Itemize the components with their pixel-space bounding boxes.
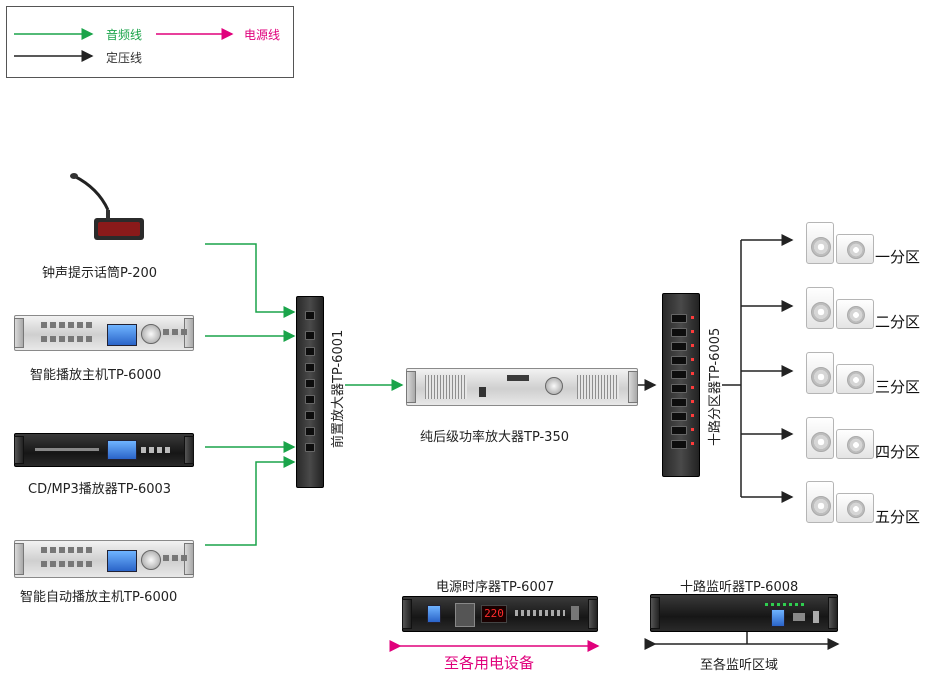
zone-1-label: 一分区 <box>875 248 921 266</box>
sequencer-display: 220 <box>481 605 507 623</box>
rack-player-icon <box>14 315 194 351</box>
legend-voltage-label: 定压线 <box>106 51 143 65</box>
preamp-label: 前置放大器TP-6001 <box>331 329 346 448</box>
auto-player-label: 智能自动播放主机TP-6000 <box>20 590 178 605</box>
legend-power-label: 电源线 <box>244 28 281 42</box>
wire-auto-player-to-preamp <box>205 456 296 546</box>
zone-5-label: 五分区 <box>875 508 921 526</box>
player-label: 智能播放主机TP-6000 <box>30 368 162 383</box>
sequencer-label: 电源时序器TP-6007 <box>436 580 555 595</box>
sequencer-device-icon: 220 <box>402 596 598 632</box>
zone-4-speakers <box>806 417 874 459</box>
wire-mic-to-preamp <box>205 243 296 318</box>
monitor-label: 十路监听器TP-6008 <box>680 580 799 595</box>
amplifier-label: 纯后级功率放大器TP-350 <box>420 430 569 445</box>
legend-audio-label: 音频线 <box>106 28 143 42</box>
splitter-device-icon <box>662 293 700 477</box>
zone-4-label: 四分区 <box>875 443 921 461</box>
zone-3-speakers <box>806 352 874 394</box>
sequencer-caption: 至各用电设备 <box>444 654 535 672</box>
zone-3-label: 三分区 <box>875 378 921 396</box>
mic-label: 钟声提示话筒P-200 <box>42 266 158 281</box>
monitor-device-icon <box>650 594 838 632</box>
paging-microphone-icon <box>68 170 148 246</box>
legend-box <box>6 6 294 78</box>
amplifier-device-icon <box>406 368 638 406</box>
preamp-device-icon <box>296 296 324 488</box>
cd-player-icon <box>14 433 194 467</box>
zone-2-label: 二分区 <box>875 313 921 331</box>
cd-player-label: CD/MP3播放器TP-6003 <box>28 482 172 497</box>
rack-auto-player-icon <box>14 540 194 578</box>
zone-1-speakers <box>806 222 874 264</box>
zone-2-speakers <box>806 287 874 329</box>
splitter-label: 十路分区器TP-6005 <box>708 327 723 446</box>
zone-5-speakers <box>806 481 874 523</box>
monitor-caption: 至各监听区域 <box>700 658 779 673</box>
